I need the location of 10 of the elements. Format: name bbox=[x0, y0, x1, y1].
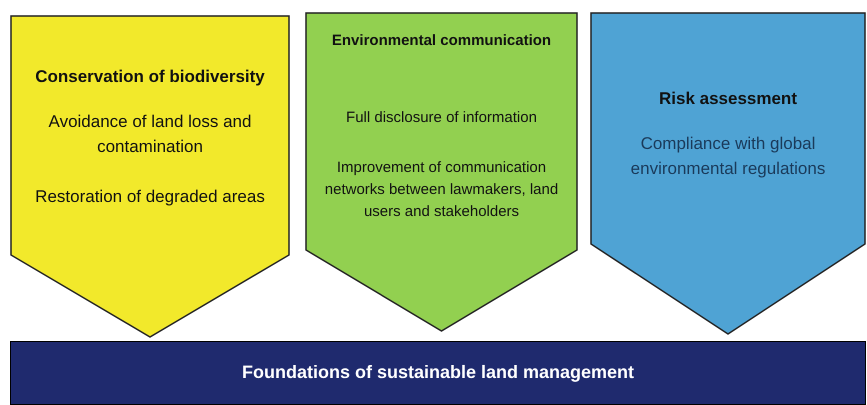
bar-title: Foundations of sustainable land management bbox=[240, 362, 636, 383]
body-text: Restoration of degraded areas bbox=[34, 186, 266, 208]
body-text: Improvement of communication networks between lawmakers, land users and stakeholders bbox=[324, 158, 560, 222]
body-text: Avoidance of land loss and contamination bbox=[48, 111, 252, 158]
heading: Risk assessment bbox=[658, 88, 798, 110]
foundation-bar bbox=[10, 341, 866, 405]
body-text: Full disclosure of information bbox=[345, 108, 538, 128]
heading: Environmental communication bbox=[330, 31, 552, 51]
heading: Conservation of biodiversity bbox=[34, 66, 266, 88]
body-text: Compliance with global environmental regulations bbox=[630, 133, 826, 180]
